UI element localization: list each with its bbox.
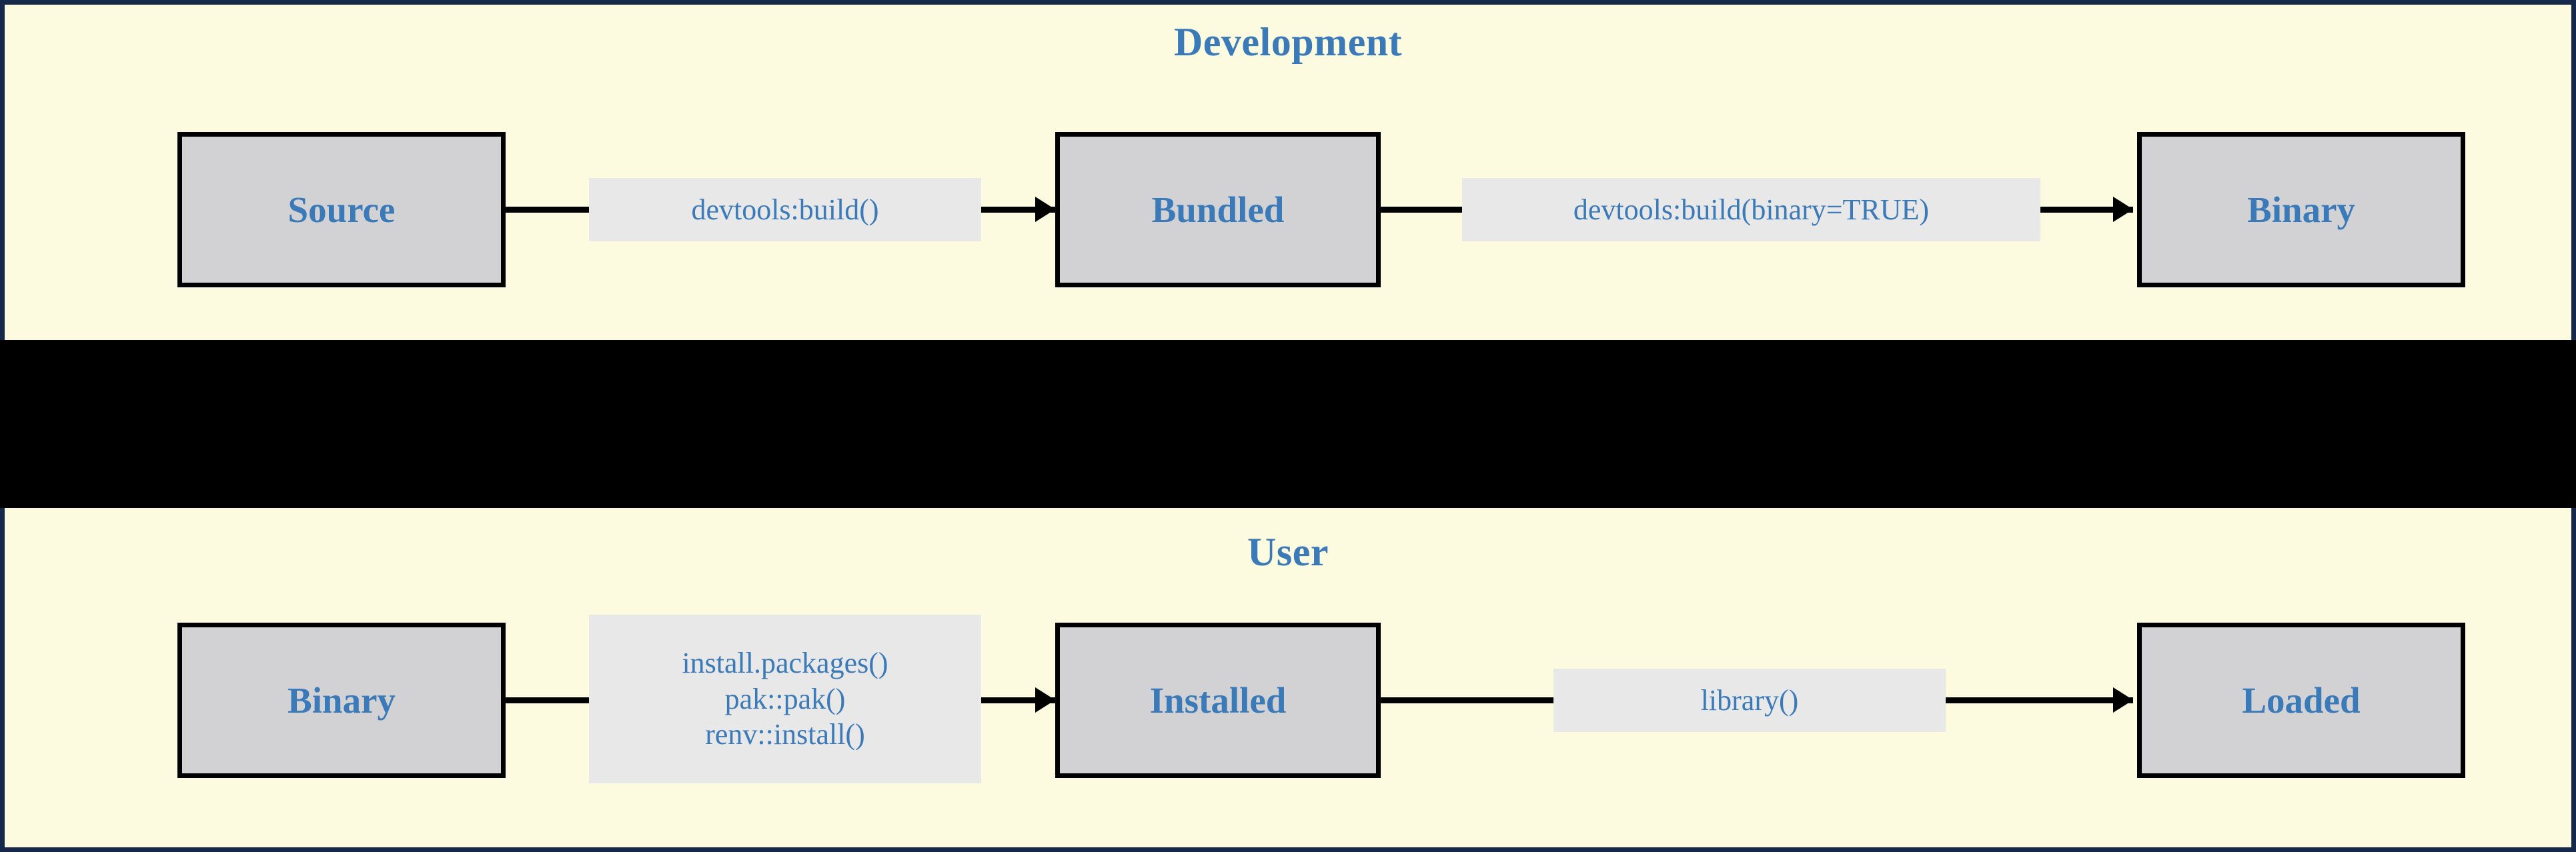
section-separator-band: [0, 340, 2576, 508]
node-loaded-label: Loaded: [2242, 680, 2361, 721]
arrow-head-source-to-bundled: [1035, 197, 1055, 222]
node-source[interactable]: Source: [177, 132, 506, 287]
edge-label-bundled-to-binary: devtools:build(binary=TRUE): [1462, 178, 2040, 241]
edge-label-line: pak::pak(): [724, 682, 846, 715]
node-source-label: Source: [287, 189, 396, 230]
node-user-binary-label: Binary: [287, 680, 396, 721]
node-binary[interactable]: Binary: [2137, 132, 2465, 287]
node-installed[interactable]: Installed: [1055, 623, 1381, 778]
arrow-head-binary-to-installed: [1035, 687, 1055, 713]
arrow-head-installed-to-loaded: [2113, 687, 2133, 713]
edge-label-line: install.packages(): [682, 646, 888, 679]
section-title-user: User: [1247, 530, 1329, 574]
edge-label-source-to-bundled: devtools:build(): [589, 178, 981, 241]
node-installed-label: Installed: [1149, 680, 1287, 721]
section-development: Development Source devtools:build() Bund…: [5, 5, 2571, 340]
edge-label-line: devtools:build(): [691, 193, 879, 226]
node-user-binary[interactable]: Binary: [177, 623, 506, 778]
node-binary-label: Binary: [2247, 189, 2355, 230]
node-bundled-label: Bundled: [1151, 189, 1285, 230]
section-title-development: Development: [1173, 20, 1403, 64]
arrow-head-bundled-to-binary: [2113, 197, 2133, 222]
edge-label-line: library(): [1700, 683, 1799, 717]
edge-label-binary-to-installed: install.packages() pak::pak() renv::inst…: [589, 615, 981, 783]
edge-label-line: renv::install(): [705, 718, 865, 751]
edge-label-line: devtools:build(binary=TRUE): [1573, 193, 1930, 226]
edge-label-installed-to-loaded: library(): [1553, 669, 1946, 732]
section-user: User Binary install.packages() pak::pak(…: [5, 508, 2571, 847]
node-bundled[interactable]: Bundled: [1055, 132, 1381, 287]
node-loaded[interactable]: Loaded: [2137, 623, 2465, 778]
